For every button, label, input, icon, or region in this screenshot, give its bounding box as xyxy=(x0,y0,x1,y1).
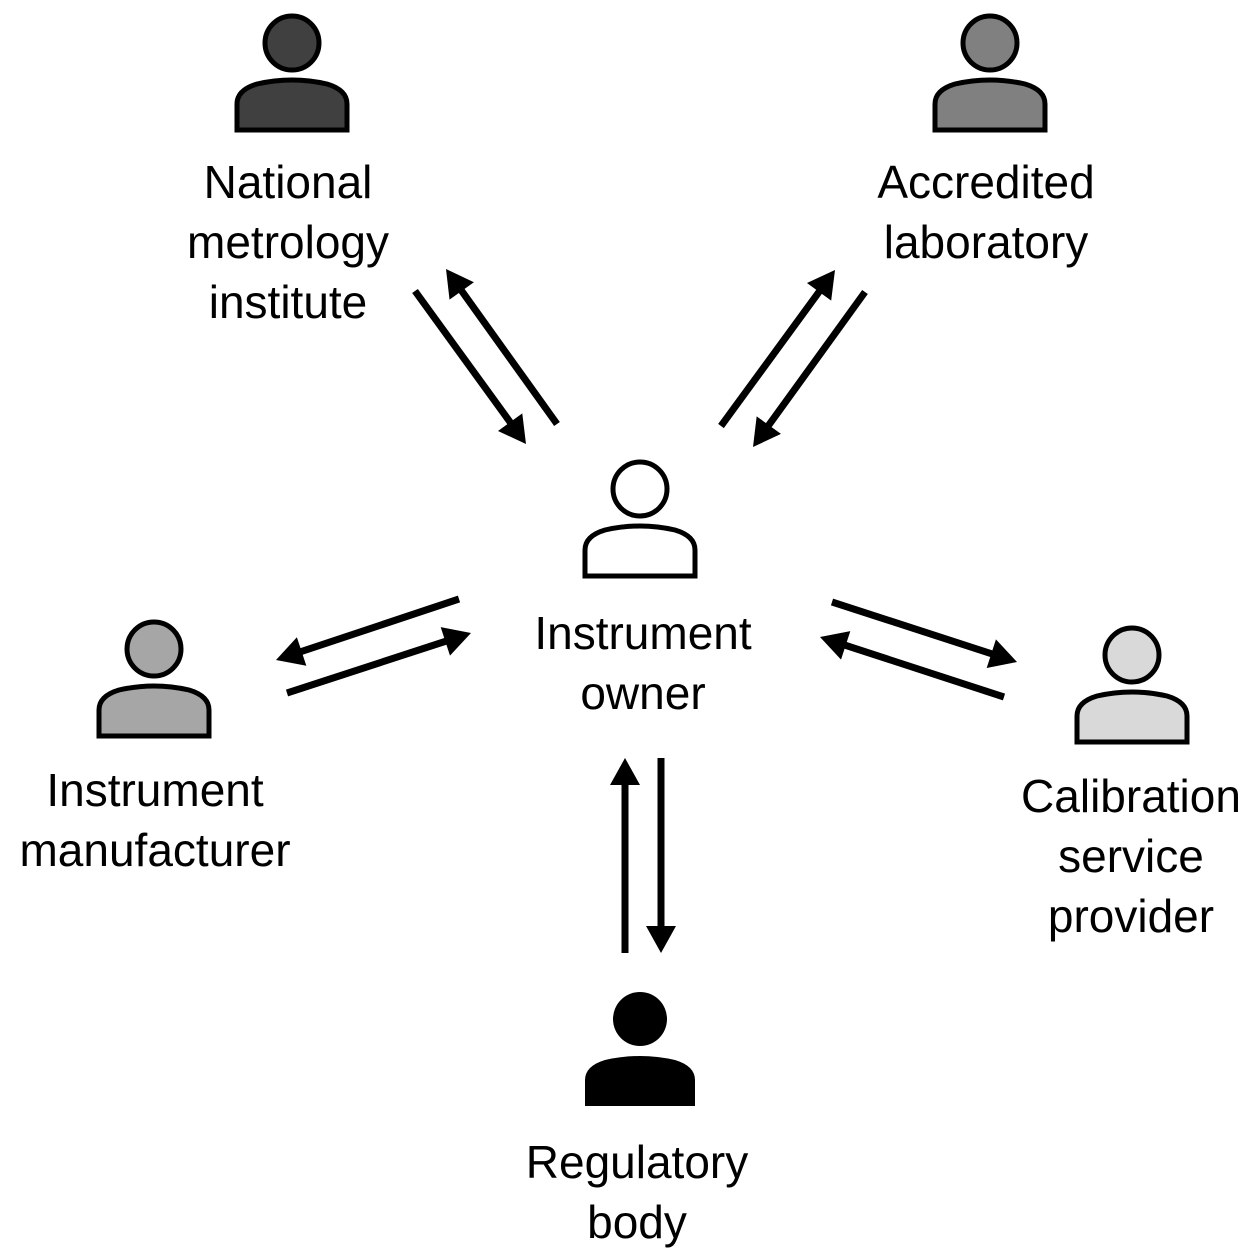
arrow-shaft xyxy=(457,287,560,427)
person-head xyxy=(613,992,667,1046)
person-body xyxy=(96,683,212,739)
label-line: body xyxy=(587,1196,687,1248)
person-head xyxy=(262,13,322,73)
national-metrology-institute-person-icon xyxy=(234,13,350,133)
label-line: laboratory xyxy=(883,216,1089,268)
arrow-shaft xyxy=(830,598,995,658)
arrow-instrument-manufacturer-to-instrument-owner xyxy=(285,627,471,697)
person-head xyxy=(1102,625,1162,685)
label-regulatory-body: Regulatory body xyxy=(526,1132,748,1252)
person-body xyxy=(234,77,350,133)
label-line: Instrument xyxy=(46,764,264,816)
label-line: institute xyxy=(208,276,368,328)
arrow-shaft xyxy=(412,288,515,426)
person-head xyxy=(960,13,1020,73)
arrowhead-icon xyxy=(806,270,835,301)
arrow-shaft xyxy=(285,637,449,697)
person-body xyxy=(1074,689,1190,745)
arrowhead-icon xyxy=(986,639,1017,668)
label-line: National xyxy=(203,156,373,208)
person-body xyxy=(932,77,1048,133)
person-head xyxy=(124,619,184,679)
arrow-shaft xyxy=(764,289,868,429)
arrow-regulatory-body-to-instrument-owner xyxy=(610,758,640,953)
arrow-instrument-owner-to-calibration-service-provider xyxy=(830,598,1017,668)
arrow-shaft xyxy=(842,641,1006,701)
label-line: service xyxy=(1058,830,1204,882)
label-line: Regulatory xyxy=(525,1136,749,1188)
arrow-shaft xyxy=(718,288,824,429)
arrowhead-icon xyxy=(610,758,640,785)
label-national-metrology-institute: National metrology institute xyxy=(187,152,389,332)
label-line: provider xyxy=(1047,890,1215,942)
person-body xyxy=(585,1056,695,1106)
accredited-laboratory-person-icon xyxy=(932,13,1048,133)
arrow-calibration-service-provider-to-instrument-owner xyxy=(820,631,1006,701)
arrowhead-icon xyxy=(276,637,307,666)
arrowhead-icon xyxy=(646,926,676,953)
arrowhead-icon xyxy=(753,416,781,447)
arrow-instrument-owner-to-instrument-manufacturer xyxy=(276,595,461,666)
label-line: manufacturer xyxy=(19,824,291,876)
label-calibration-service-provider: Calibration service provider xyxy=(1021,766,1241,946)
arrow-accredited-laboratory-to-instrument-owner xyxy=(753,289,868,447)
label-instrument-manufacturer: Instrument manufacturer xyxy=(19,760,290,880)
instrument-manufacturer-person-icon xyxy=(96,619,212,739)
arrow-instrument-owner-to-national-metrology-institute xyxy=(446,269,560,427)
regulatory-body-person-icon xyxy=(585,992,695,1106)
arrow-shaft xyxy=(298,595,461,656)
person-body xyxy=(582,523,698,579)
label-line: metrology xyxy=(187,216,389,268)
arrowhead-icon xyxy=(498,413,526,444)
arrow-instrument-owner-to-accredited-laboratory xyxy=(718,270,835,429)
label-instrument-owner: Instrument owner xyxy=(534,603,751,723)
person-head xyxy=(610,459,670,519)
calibration-service-provider-person-icon xyxy=(1074,625,1190,745)
label-line: Calibration xyxy=(1021,770,1241,822)
arrowhead-icon xyxy=(440,627,471,656)
arrow-national-metrology-institute-to-instrument-owner xyxy=(412,288,526,444)
label-line: owner xyxy=(580,667,706,719)
arrow-instrument-owner-to-regulatory-body xyxy=(646,758,676,953)
arrowhead-icon xyxy=(446,269,474,300)
arrowhead-icon xyxy=(820,631,851,660)
instrument-owner-person-icon xyxy=(582,459,698,579)
label-accredited-laboratory: Accredited laboratory xyxy=(877,152,1094,272)
label-line: Accredited xyxy=(877,156,1095,208)
label-line: Instrument xyxy=(534,607,752,659)
